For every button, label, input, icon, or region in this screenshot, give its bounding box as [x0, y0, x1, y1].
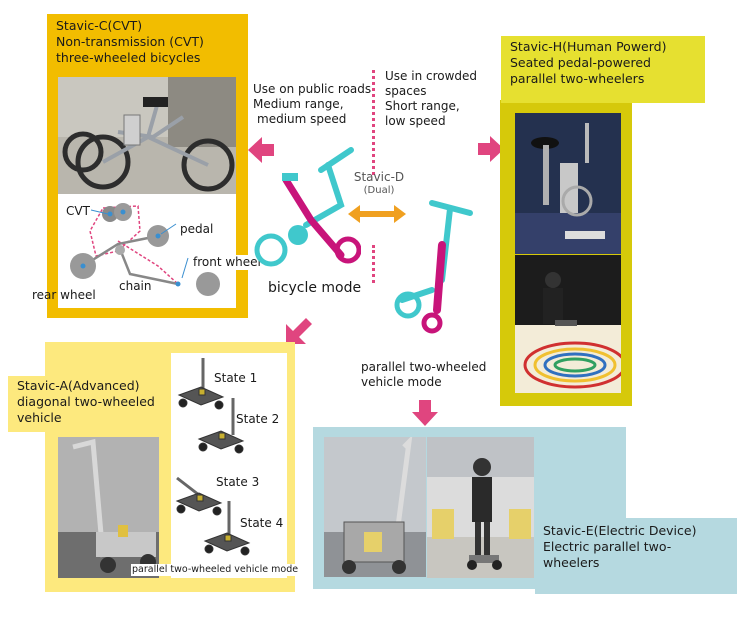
stavic-a-label-box — [8, 376, 146, 432]
public-roads-line-3: medium speed — [257, 112, 347, 126]
state-4-vehicle — [203, 501, 251, 556]
arrow-down-to-stavic-e — [412, 400, 438, 426]
parallel-mode-line-1: parallel two-wheeled — [361, 360, 487, 374]
public-roads-line-1: Use on public roads — [253, 82, 372, 96]
parallel-mode-line-2: vehicle mode — [361, 375, 442, 389]
stavic-e-label-box — [535, 518, 737, 594]
stavic-d-sub: (Dual) — [363, 185, 395, 196]
arrow-left-to-stavic-c — [248, 137, 274, 163]
stavic-a-state-drawings — [175, 358, 251, 556]
stavic-a-desc-1: diagonal two-wheeled — [17, 394, 155, 409]
public-roads-line-2: Medium range, — [253, 97, 344, 111]
rear-wheel-label: rear wheel — [32, 288, 96, 302]
state-1-vehicle — [177, 358, 225, 410]
stavic-a-label: Stavic-A(Advanced) diagonal two-wheeled … — [17, 378, 167, 426]
stavic-a-title: Stavic-A(Advanced) — [17, 378, 140, 393]
stavic-e-title: Stavic-E(Electric Device) — [543, 523, 697, 538]
stavic-e-desc-2: wheelers — [543, 555, 600, 570]
stavic-c-photo — [58, 77, 236, 194]
stavic-d-name: Stavic-D — [353, 170, 405, 184]
cvt-drawing — [70, 203, 220, 296]
stavic-e-photo-left — [324, 437, 426, 577]
stavic-h-title: Stavic-H(Human Powerd) — [510, 39, 667, 54]
stavic-a-photo — [58, 437, 159, 578]
cvt-label: CVT — [66, 204, 90, 218]
stavic-a-desc-2: vehicle — [17, 410, 62, 425]
crowded-line-3: Short range, — [385, 99, 460, 113]
stavic-a-caption: parallel two-wheeled vehicle mode — [131, 564, 300, 576]
state-1-label: State 1 — [214, 371, 258, 385]
crowded-line-2: spaces — [385, 84, 427, 98]
crowded-line-4: low speed — [385, 114, 446, 128]
stavic-e-desc-1: Electric parallel two- — [543, 539, 672, 554]
bicycle-mode-label: bicycle mode — [268, 280, 362, 296]
stavic-h-desc-1: Seated pedal-powered — [510, 55, 651, 70]
stavic-e-photo-right — [427, 437, 534, 578]
pedal-label: pedal — [180, 222, 214, 236]
stavic-c-title: Stavic-C(CVT) — [56, 18, 143, 33]
stavic-d-label: Stavic-D (Dual) — [344, 170, 414, 198]
state-2-label: State 2 — [236, 412, 280, 426]
state-2-vehicle — [197, 398, 245, 454]
public-roads-text: Use on public roads Medium range, medium… — [253, 82, 378, 127]
stavic-h-label: Stavic-H(Human Powerd) Seated pedal-powe… — [501, 36, 705, 103]
stavic-h-desc-2: parallel two-wheelers — [510, 71, 645, 86]
state-3-label: State 3 — [216, 475, 260, 489]
stavic-d-parallel-mode-drawing — [394, 200, 473, 334]
stavic-c-label: Stavic-C(CVT) Non-transmission (CVT) thr… — [56, 18, 246, 66]
stavic-c-desc-2: three-wheeled bicycles — [56, 50, 201, 65]
state-4-label: State 4 — [240, 516, 284, 530]
arrow-down-left-to-stavic-a — [286, 318, 312, 344]
chain-label: chain — [119, 279, 152, 293]
stavic-h-photo-top — [515, 113, 621, 254]
crowded-text: Use in crowded spaces Short range, low s… — [385, 69, 500, 129]
stavic-c-desc-1: Non-transmission (CVT) — [56, 34, 204, 49]
arrow-right-to-stavic-h — [478, 136, 504, 162]
stavic-d-bicycle-mode-drawing — [254, 147, 361, 267]
cvt-diagram — [58, 196, 236, 306]
state-3-vehicle — [175, 476, 223, 516]
parallel-mode-label: parallel two-wheeled vehicle mode — [361, 360, 486, 390]
dotted-divider-lower — [372, 245, 375, 283]
dual-mode-arrow — [348, 205, 406, 223]
crowded-line-1: Use in crowded — [385, 69, 478, 83]
stavic-e-label: Stavic-E(Electric Device) Electric paral… — [543, 523, 733, 571]
dotted-divider — [372, 70, 375, 175]
front-wheel-label: front wheel — [191, 255, 263, 270]
stavic-h-photo-bottom — [515, 255, 621, 393]
